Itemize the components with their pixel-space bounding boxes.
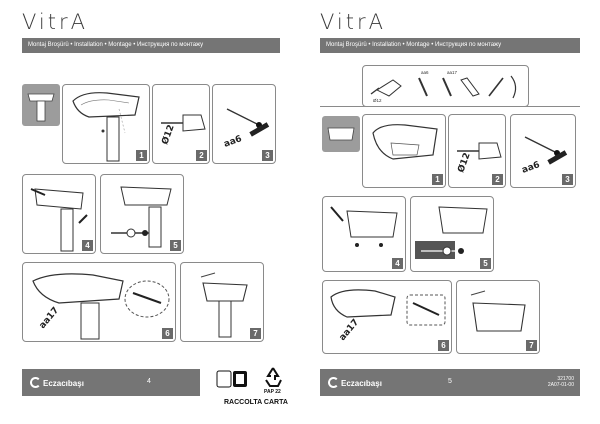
footer-bar: Eczacıbaşı 4 bbox=[22, 369, 200, 396]
step-panel-4: 4 bbox=[322, 196, 406, 272]
step-panel-4: 4 bbox=[22, 174, 96, 254]
step-panel-1: 1 bbox=[362, 114, 446, 188]
recycle-icon bbox=[265, 367, 282, 387]
left-page: VitrA Montaj Broşürü • Installation • Mo… bbox=[22, 10, 292, 410]
brand-logo: VitrA bbox=[22, 10, 88, 34]
eczacibasi-logo: Eczacıbaşı bbox=[328, 377, 382, 388]
installed-wall-basin-illustration bbox=[470, 290, 526, 332]
basin-mounting-illustration: aa17 bbox=[330, 289, 446, 343]
mark-wall-illustration bbox=[372, 124, 438, 160]
wrench-big-label: aa17 bbox=[38, 306, 62, 331]
product-thumbnail bbox=[322, 116, 360, 152]
step-panel-7: 7 bbox=[456, 280, 540, 354]
footer-bar: Eczacıbaşı 5 321700 2A07-01-00 bbox=[320, 369, 580, 396]
step-panel-3: aa6 3 bbox=[212, 84, 276, 164]
pedestal-basin-icon bbox=[27, 93, 55, 122]
bolt-wrench-illustration: aa6 bbox=[223, 108, 270, 150]
wall-basin-icon bbox=[327, 127, 355, 141]
drill-label: Ø12 bbox=[159, 123, 176, 146]
basin-mounting-illustration: aa17 bbox=[32, 273, 170, 340]
installed-pedestal-basin-illustration bbox=[200, 272, 248, 338]
step-panel-6: aa17 6 bbox=[322, 280, 452, 354]
drill-label: Ø12 bbox=[455, 151, 472, 174]
bolt-wrench-illustration: aa6 bbox=[521, 136, 568, 176]
right-page: VitrA Montaj Broşürü • Installation • Mo… bbox=[300, 0, 600, 424]
step-panel-6: aa17 6 bbox=[22, 262, 176, 342]
bracket-placement-illustration bbox=[330, 206, 398, 247]
raccolta-carta-label: RACCOLTA CARTA bbox=[224, 399, 288, 406]
header-bar: Montaj Broşürü • Installation • Montage … bbox=[320, 38, 580, 53]
recycling-marks: PAP 22 RACCOLTA CARTA bbox=[212, 366, 292, 410]
step-panel-7: 7 bbox=[180, 262, 264, 342]
step-panel-5: 5 bbox=[100, 174, 184, 254]
tools-illustration bbox=[370, 75, 517, 99]
drill-illustration: Ø12 bbox=[455, 142, 502, 174]
brand-logo: VitrA bbox=[320, 10, 386, 34]
eczacibasi-logo: Eczacıbaşı bbox=[30, 377, 84, 388]
tool-wrench-1-label: aa6 bbox=[421, 70, 429, 75]
separator-line bbox=[320, 106, 580, 107]
page-number: 4 bbox=[147, 378, 151, 385]
wrench-label: aa6 bbox=[521, 160, 542, 176]
step-panel-2: Ø12 2 bbox=[448, 114, 506, 188]
pap-code: PAP 22 bbox=[264, 389, 281, 395]
step-panel-5: 5 bbox=[410, 196, 494, 272]
step-panel-1: 1 bbox=[62, 84, 150, 164]
tool-wrench-2-label: aa17 bbox=[447, 70, 458, 75]
step-panel-2: Ø12 2 bbox=[152, 84, 210, 164]
wrench-label: aa6 bbox=[223, 134, 244, 150]
tools-panel: Ø12 aa6 aa17 bbox=[362, 65, 529, 107]
fixing-screw-illustration bbox=[415, 206, 488, 259]
mark-wall-illustration bbox=[72, 92, 140, 162]
pedestal-placement-illustration bbox=[30, 188, 88, 252]
wrench-big-label: aa17 bbox=[338, 318, 362, 343]
step-panel-3: aa6 3 bbox=[510, 114, 576, 188]
header-bar: Montaj Broşürü • Installation • Montage … bbox=[22, 38, 280, 53]
drill-illustration: Ø12 bbox=[159, 114, 206, 146]
document-code: 321700 2A07-01-00 bbox=[547, 376, 574, 388]
tool-drill-label: Ø12 bbox=[373, 98, 382, 103]
product-thumbnail bbox=[22, 84, 60, 126]
sorting-icons bbox=[216, 370, 247, 388]
fixing-screw-illustration bbox=[111, 186, 172, 248]
page-number: 5 bbox=[448, 378, 452, 385]
